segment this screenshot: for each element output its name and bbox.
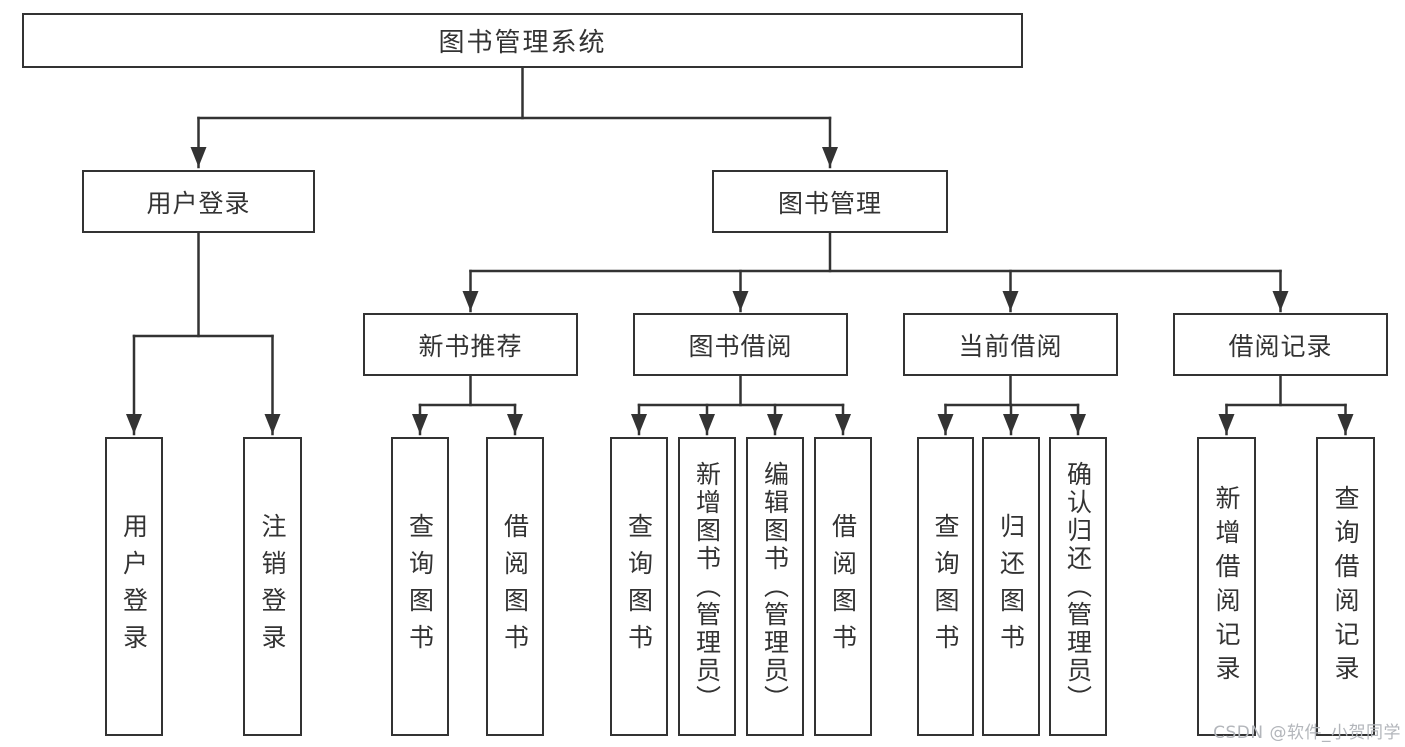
leaf-query-borrow-record: 查询借阅记录	[1316, 437, 1375, 736]
csdn-watermark: CSDN @软件_小贺同学	[1213, 723, 1401, 743]
leaf-borrow-books-recommend: 借阅图书	[486, 437, 544, 736]
leaf-query-books-recommend: 查询图书	[391, 437, 449, 736]
node-new-book-recommend: 新书推荐	[363, 313, 578, 376]
node-label: 确认归还（管理员）	[1063, 460, 1093, 713]
leaf-borrow-books: 借阅图书	[814, 437, 872, 736]
node-label: 查询借阅记录	[1331, 484, 1360, 689]
leaf-edit-books-admin: 编辑图书（管理员）	[746, 437, 804, 736]
node-label: 图书管理	[777, 188, 882, 218]
node-label: 用户登录	[146, 188, 251, 218]
node-borrow-records: 借阅记录	[1173, 313, 1388, 376]
leaf-query-books-borrow: 查询图书	[610, 437, 668, 736]
node-label: 查询图书	[931, 512, 960, 661]
leaf-user-login: 用户登录	[105, 437, 163, 736]
leaf-confirm-return-admin: 确认归还（管理员）	[1049, 437, 1107, 736]
leaf-query-books-current: 查询图书	[917, 437, 974, 736]
node-label: 查询图书	[624, 512, 654, 661]
node-library-management-system: 图书管理系统	[22, 13, 1023, 68]
leaf-return-books: 归还图书	[982, 437, 1040, 736]
node-label: 当前借阅	[958, 331, 1063, 361]
leaf-logout: 注销登录	[243, 437, 302, 736]
node-label: 图书管理系统	[438, 28, 607, 58]
leaf-add-borrow-record: 新增借阅记录	[1197, 437, 1256, 736]
node-label: 新增图书（管理员）	[692, 460, 722, 713]
node-book-borrow: 图书借阅	[633, 313, 848, 376]
node-label: 借阅图书	[828, 512, 858, 661]
node-label: 归还图书	[996, 512, 1026, 661]
leaf-add-books-admin: 新增图书（管理员）	[678, 437, 736, 736]
node-user-login: 用户登录	[82, 170, 315, 233]
node-label: 新书推荐	[418, 331, 523, 361]
node-label: 用户登录	[119, 512, 149, 661]
node-current-borrow: 当前借阅	[903, 313, 1118, 376]
node-label: 注销登录	[258, 512, 287, 661]
node-label: 借阅记录	[1228, 331, 1333, 361]
node-label: 图书借阅	[688, 331, 793, 361]
node-label: 新增借阅记录	[1212, 484, 1241, 689]
node-label: 借阅图书	[500, 512, 530, 661]
node-label: 编辑图书（管理员）	[760, 460, 790, 713]
node-book-management: 图书管理	[712, 170, 948, 233]
node-label: 查询图书	[405, 512, 435, 661]
